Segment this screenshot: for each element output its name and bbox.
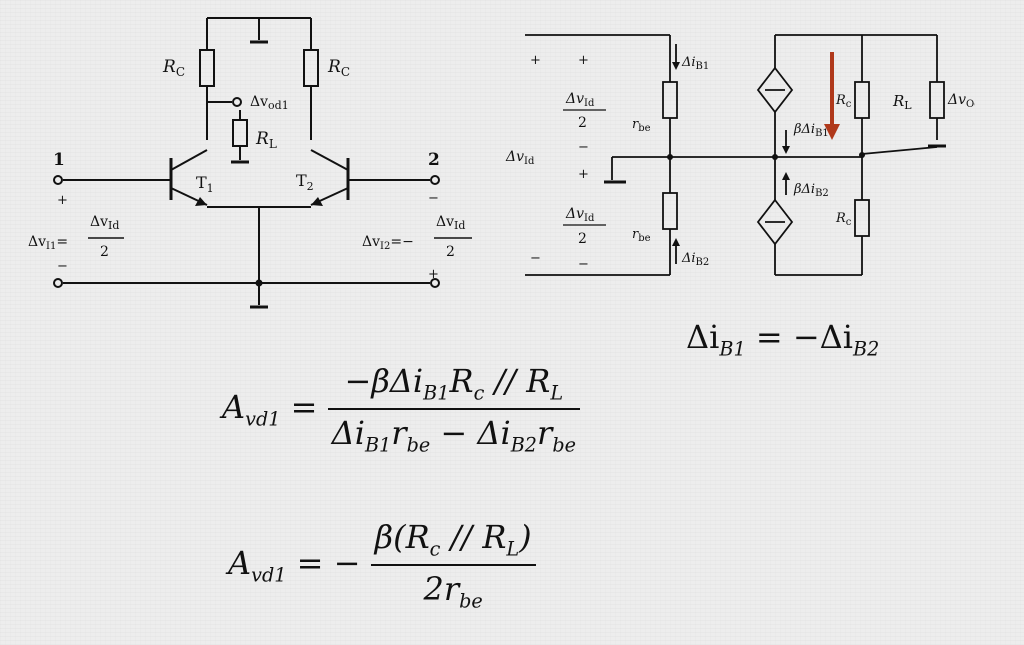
ib1-label: ΔiB1 [681,55,709,72]
left-minus: − [57,259,68,274]
vid-half-top: ΔvId 2 [563,91,606,131]
rc-left-label: RC [162,57,185,79]
rc-top-label: Rc [835,93,852,110]
base-current-relation: ΔiB1 = −ΔiB2 [686,318,880,361]
t1-label: T1 [196,173,214,195]
t2-label: T2 [296,171,314,193]
vi2-expression: ΔvI2=− ΔvId 2 [362,214,472,260]
right-plus: + [428,267,439,282]
ib2-label: ΔiB2 [681,251,709,268]
vid-label: ΔvId [505,149,535,167]
svg-text:−: − [578,140,589,155]
rbe-top-label: rbe [632,117,651,134]
svg-text:ΔvId: ΔvId [565,206,595,224]
rbe-bottom-label: rbe [632,227,651,244]
voltage-gain-equation-1: Avd1 = −βΔiB1Rc // RL ΔiB1rbe − ΔiB2rbe [222,362,580,457]
rl-label: RL [255,129,277,151]
differential-amplifier-circuit: RC RC Δvod1 RL T1 T2 1 2 + − − + ΔvI1= Δ… [28,17,472,309]
rc-right-label: RC [327,57,350,79]
svg-text:ΔvId: ΔvId [436,214,465,232]
rl-right-label: RL [892,92,912,112]
svg-text:ΔvI1=: ΔvI1= [28,234,68,252]
beta-ib2-label: βΔiB2 [793,182,829,199]
vod1-right-label: ΔvOd1 [947,92,975,110]
rc-bottom-label: Rc [835,211,852,228]
beta-ib1-label: βΔiB1 [793,122,829,139]
svg-text:+: + [530,53,541,68]
vi1-expression: ΔvI1= ΔvId 2 [28,214,124,260]
svg-text:ΔvI2=−: ΔvI2=− [362,234,414,252]
small-signal-equivalent-circuit: + + − + − − ΔvId 2 ΔvId ΔvId 2 rbe rbe Δ… [505,34,975,276]
left-plus: + [57,193,68,208]
svg-text:2: 2 [578,231,587,247]
svg-text:ΔvId: ΔvId [90,214,119,232]
svg-text:+: + [578,167,589,182]
svg-text:+: + [578,53,589,68]
vod1-label: Δvod1 [250,94,289,112]
vid-half-bottom: ΔvId 2 [563,206,606,247]
svg-text:−: − [530,251,541,266]
svg-text:ΔvId: ΔvId [565,91,595,109]
svg-text:2: 2 [100,244,109,260]
svg-text:2: 2 [446,244,455,260]
node-1-label: 1 [53,150,65,170]
svg-text:2: 2 [578,115,587,131]
node-2-label: 2 [428,150,440,170]
right-minus: − [428,191,439,206]
voltage-gain-equation-2: Avd1 = − β(Rc // RL) 2rbe [228,518,536,613]
svg-text:−: − [578,257,589,272]
